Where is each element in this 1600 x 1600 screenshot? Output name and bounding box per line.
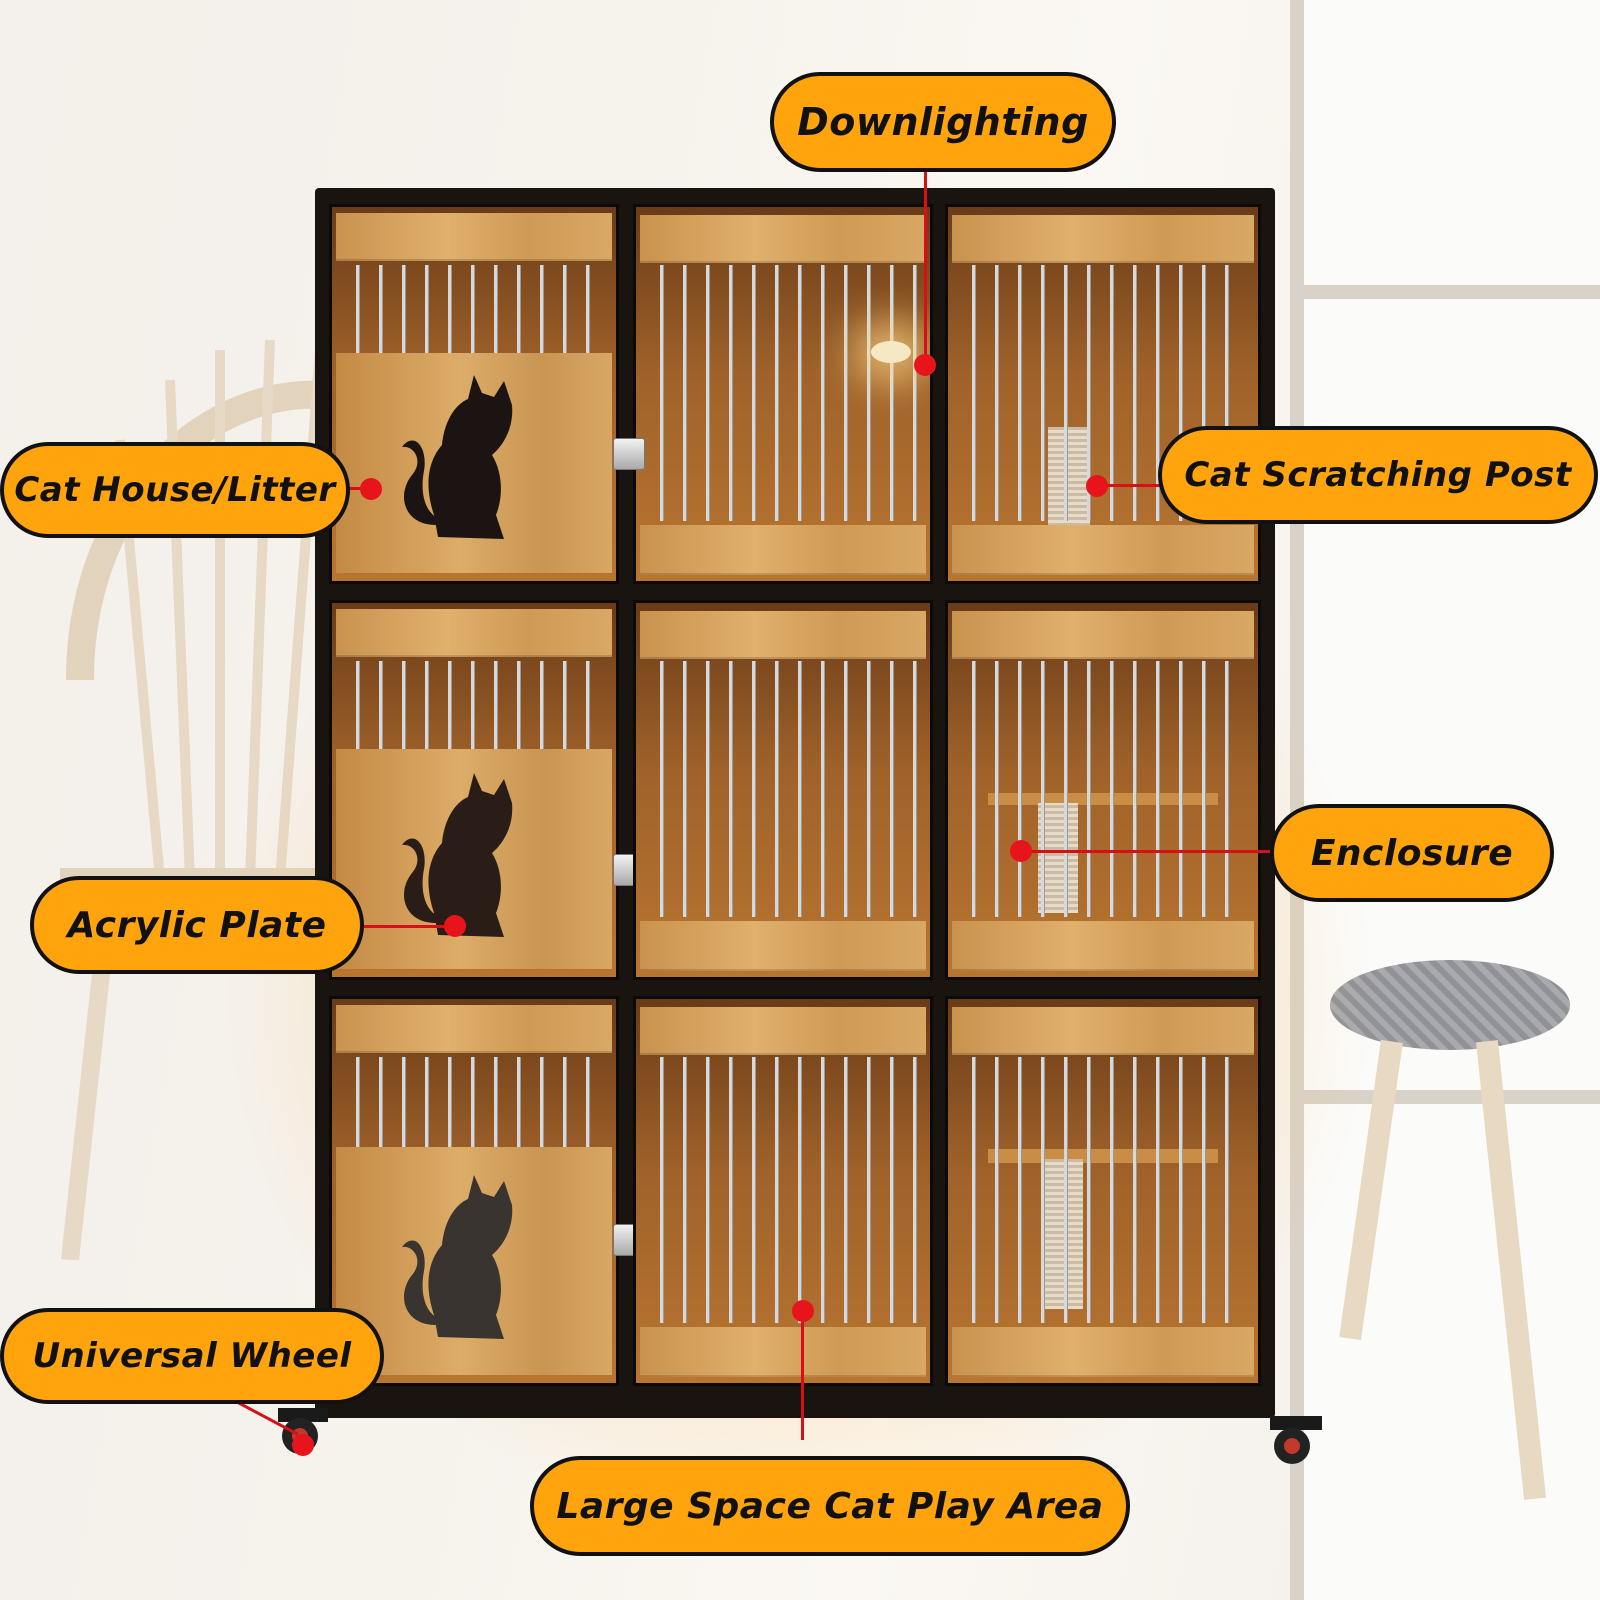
latch-icon[interactable] bbox=[613, 438, 645, 470]
leader-line-enclosure bbox=[1020, 850, 1270, 853]
downlight-icon bbox=[871, 341, 911, 363]
callout-universal-wheel: Universal Wheel bbox=[0, 1308, 384, 1404]
cat-silhouette-icon bbox=[402, 1175, 513, 1339]
callout-cat-scratching-post: Cat Scratching Post bbox=[1158, 426, 1598, 524]
leader-line-play-area bbox=[801, 1314, 804, 1440]
leader-line-downlighting bbox=[924, 172, 927, 360]
cat-silhouette-icon bbox=[402, 773, 513, 937]
callout-downlighting: Downlighting bbox=[770, 72, 1116, 172]
caster-wheel-icon bbox=[1270, 1416, 1322, 1464]
callout-cat-house-litter: Cat House/Litter bbox=[0, 442, 350, 538]
marker-play-area bbox=[792, 1300, 814, 1322]
right-compartment-top bbox=[945, 204, 1261, 584]
cabinet-row-top bbox=[329, 204, 1261, 584]
marker-downlighting bbox=[914, 354, 936, 376]
cat-cage-cabinet bbox=[315, 188, 1275, 1418]
marker-wheel bbox=[292, 1434, 314, 1456]
marker-acrylic bbox=[444, 915, 466, 937]
marker-scratching-post bbox=[1086, 475, 1108, 497]
leader-line-scratching-post bbox=[1098, 484, 1160, 487]
callout-enclosure: Enclosure bbox=[1270, 804, 1554, 902]
acrylic-compartment bbox=[329, 600, 619, 980]
cat-house-compartment bbox=[329, 204, 619, 584]
middle-compartment-top bbox=[633, 204, 933, 584]
middle-compartment-center bbox=[633, 600, 933, 980]
callout-large-space-play-area: Large Space Cat Play Area bbox=[530, 1456, 1130, 1556]
cabinet-row-middle bbox=[329, 600, 1261, 980]
leader-line-cat-house bbox=[346, 487, 368, 490]
cabinet-row-bottom bbox=[329, 996, 1261, 1386]
callout-acrylic-plate: Acrylic Plate bbox=[30, 876, 364, 974]
marker-cat-house bbox=[360, 478, 382, 500]
cat-silhouette-icon bbox=[402, 375, 513, 539]
bottom-left-compartment bbox=[329, 996, 619, 1386]
bottom-right-compartment bbox=[945, 996, 1261, 1386]
enclosure-compartment bbox=[945, 600, 1261, 980]
leader-line-acrylic bbox=[362, 925, 456, 928]
marker-enclosure bbox=[1010, 840, 1032, 862]
play-area-compartment bbox=[633, 996, 933, 1386]
